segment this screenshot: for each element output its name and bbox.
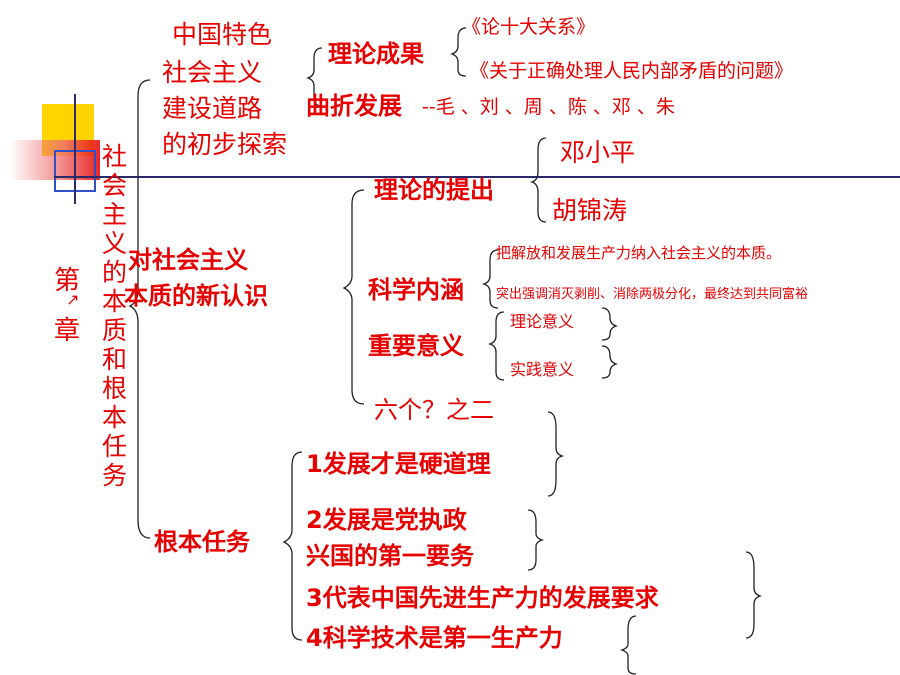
connotation-item2: 突出强调消灭剥削、消除两极分化，最终达到共同富裕 bbox=[496, 287, 809, 302]
branch2-title-line2: 本质的新认识 bbox=[124, 282, 268, 310]
chapter-title-char: 社 bbox=[102, 142, 128, 171]
chapter-title-char: 务 bbox=[102, 461, 128, 490]
bracket-item1 bbox=[547, 411, 565, 497]
tortuous-development-label: 曲折发展 bbox=[306, 92, 402, 120]
bracket-theory-sig bbox=[601, 307, 619, 341]
theory-proposed-label: 理论的提出 bbox=[374, 176, 494, 204]
practice-significance: 实践意义 bbox=[510, 360, 575, 379]
chapter-title-char: 义 bbox=[102, 229, 128, 258]
theory-results-label: 理论成果 bbox=[328, 40, 424, 68]
brace-works bbox=[449, 27, 467, 77]
work-contradictions: 《关于正确处理人民内部矛盾的问题》 bbox=[470, 60, 794, 82]
chapter-title-char: 会 bbox=[102, 171, 128, 200]
bracket-item2 bbox=[527, 509, 545, 571]
brace-significance bbox=[487, 311, 505, 381]
brace-branch3 bbox=[282, 451, 303, 641]
branch1-title-line1: 中国特色 bbox=[172, 20, 273, 49]
branch1-title-line3: 建设道路 bbox=[162, 94, 263, 123]
root-task-item2-line2: 兴国的第一要务 bbox=[306, 542, 474, 570]
root-task-label: 根本任务 bbox=[154, 528, 250, 556]
leaders-list: --毛 、刘 、周 、陈 、邓 、朱 bbox=[422, 96, 675, 118]
work-ten-relations: 《论十大关系》 bbox=[462, 16, 596, 38]
chapter-label-first: 第 bbox=[54, 266, 81, 296]
chapter-title-char: 的 bbox=[102, 258, 128, 287]
connotation-item1: 把解放和发展生产力纳入社会主义的本质。 bbox=[496, 244, 782, 262]
theory-significance: 理论意义 bbox=[510, 312, 575, 331]
branch1-title-line4: 的初步探索 bbox=[162, 130, 288, 159]
chapter-label-second: 章 bbox=[54, 316, 81, 346]
bracket-item4 bbox=[619, 615, 637, 675]
chapter-title-char: 主 bbox=[102, 200, 128, 229]
root-task-item1: 1发展才是硬道理 bbox=[306, 450, 491, 478]
chapter-title-char: 任 bbox=[102, 432, 128, 461]
decor-vertical-line bbox=[74, 94, 76, 204]
significance-label: 重要意义 bbox=[368, 332, 464, 360]
chapter-title-char: 本 bbox=[102, 403, 128, 432]
scientific-connotation-label: 科学内涵 bbox=[368, 276, 464, 304]
main-brace bbox=[128, 79, 151, 539]
brace-leaders bbox=[529, 137, 547, 223]
bracket-item3 bbox=[745, 551, 763, 639]
decor-horizontal-line bbox=[54, 176, 900, 178]
leader-hu: 胡锦涛 bbox=[552, 196, 628, 225]
brace-branch1 bbox=[305, 47, 323, 107]
six-items-label: 六个？之二 bbox=[374, 396, 494, 424]
root-task-item3: 3代表中国先进生产力的发展要求 bbox=[306, 584, 659, 612]
root-task-item4: 4科学技术是第一生产力 bbox=[306, 624, 563, 652]
chapter-title-vertical: 社 会 主 义 的 本 质 和 根 本 任 务 bbox=[102, 142, 130, 490]
brace-branch2 bbox=[342, 189, 365, 405]
chapter-title-char: 根 bbox=[102, 374, 128, 403]
chapter-title-char: 质 bbox=[102, 316, 128, 345]
branch1-title-line2: 社会主义 bbox=[162, 58, 263, 87]
chapter-title-char: 本 bbox=[102, 287, 128, 316]
bracket-practice-sig bbox=[601, 345, 619, 379]
brace-connotation bbox=[481, 249, 499, 309]
chapter-title-char: 和 bbox=[102, 345, 128, 374]
branch2-title-line1: 对社会主义 bbox=[128, 246, 248, 274]
chapter-number-mark: ↗ bbox=[66, 290, 80, 309]
leader-deng: 邓小平 bbox=[560, 138, 636, 167]
root-task-item2-line1: 2发展是党执政 bbox=[306, 506, 467, 534]
